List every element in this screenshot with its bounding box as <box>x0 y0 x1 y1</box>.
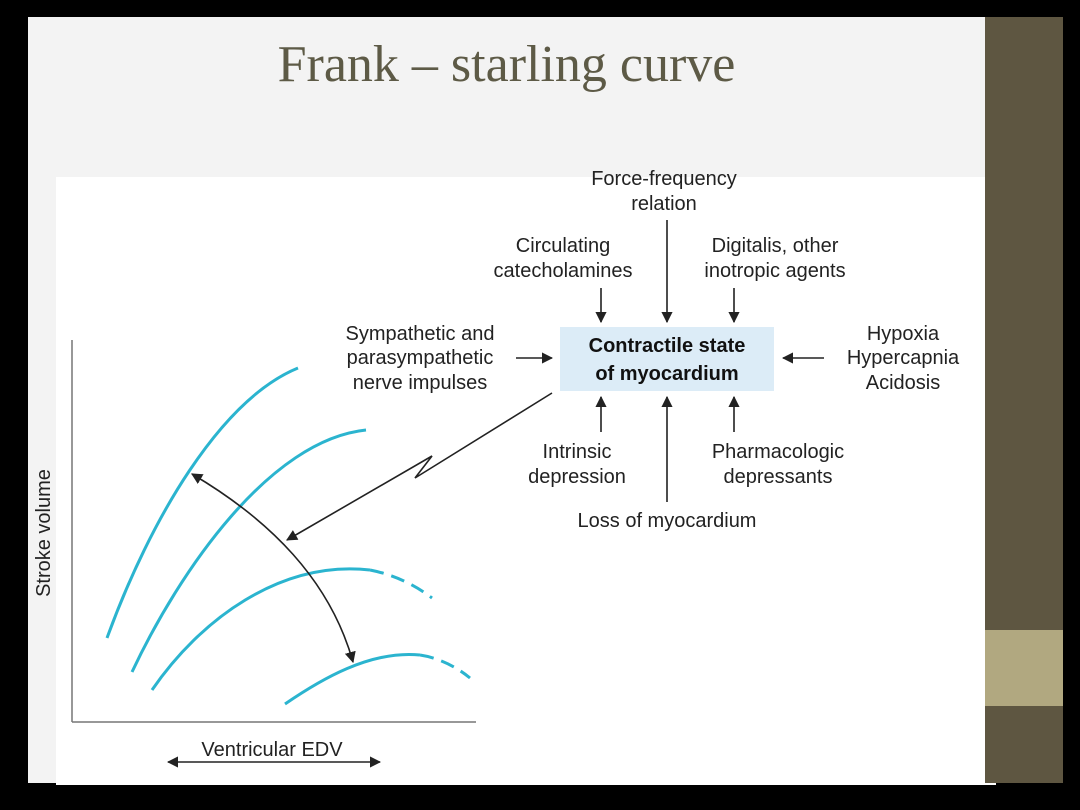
force-frequency-label-1: Force-frequency <box>591 168 737 190</box>
catecholamines-label-1: Circulating <box>516 235 610 257</box>
accent-bar-middle <box>985 630 1063 706</box>
contractile-state-box <box>560 327 774 391</box>
shift-arrow <box>191 473 356 664</box>
curve-2 <box>130 428 367 673</box>
digitalis-label-1: Digitalis, other <box>712 235 839 257</box>
pharmacologic-depressants-label-2: depressants <box>724 466 833 488</box>
nerve-impulses-label-3: nerve impulses <box>353 372 488 394</box>
center-box-line-1: Contractile state <box>589 335 746 357</box>
slide-title: Frank – starling curve <box>277 36 736 93</box>
intrinsic-depression-label-1: Intrinsic <box>543 441 612 463</box>
loss-of-myocardium-label: Loss of myocardium <box>578 510 757 532</box>
catecholamines-label-2: catecholamines <box>494 260 633 282</box>
hypoxia-label: Hypoxia <box>867 323 940 345</box>
curve-3-dashed-extension <box>369 568 433 600</box>
accent-bar-bottom <box>985 706 1063 783</box>
intrinsic-depression-label-2: depression <box>528 466 626 488</box>
curve-4-dashed-extension <box>419 653 471 680</box>
accent-bar-top <box>985 17 1063 630</box>
curve-4 <box>284 652 421 706</box>
pharmacologic-depressants-label-1: Pharmacologic <box>712 441 844 463</box>
nerve-impulses-label-2: parasympathetic <box>347 347 494 369</box>
acidosis-label: Acidosis <box>866 372 940 394</box>
nerve-impulses-label-1: Sympathetic and <box>346 323 495 345</box>
center-box-line-2: of myocardium <box>595 363 738 385</box>
hypercapnia-label: Hypercapnia <box>847 347 960 369</box>
force-frequency-label-2: relation <box>631 193 697 215</box>
x-axis-label: Ventricular EDV <box>201 739 343 761</box>
digitalis-label-2: inotropic agents <box>704 260 845 282</box>
curve-1 <box>105 366 299 639</box>
starling-curves <box>105 366 471 706</box>
axes <box>71 340 476 723</box>
y-axis-label: Stroke volume <box>33 469 55 597</box>
lightning-arrow <box>286 392 553 541</box>
